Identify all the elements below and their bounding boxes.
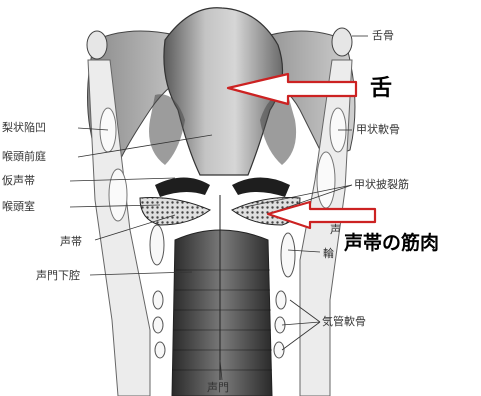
label-cut-1: 声	[330, 224, 341, 235]
ring-left-2	[153, 291, 163, 309]
callout-vocal-muscle: 声帯の筋肉	[344, 234, 439, 253]
false-cord-right	[232, 178, 290, 198]
label-thyroid-cartilage: 甲状軟骨	[356, 124, 400, 135]
hyoid-right-knob	[332, 28, 352, 56]
label-vestibule: 喉頭前庭	[2, 151, 46, 162]
label-hyoid: 舌骨	[372, 30, 394, 41]
ring-right-1	[281, 233, 295, 277]
label-glottis: 声門	[207, 382, 229, 393]
cartilage-right-2	[317, 152, 335, 208]
cartilage-left-2	[109, 169, 127, 221]
ring-left-3	[153, 317, 163, 333]
ring-left-4	[155, 342, 165, 358]
vocal-muscle-left	[140, 198, 210, 226]
label-ventricle: 喉頭室	[2, 201, 35, 212]
label-thyroarytenoid: 甲状披裂筋	[354, 179, 409, 190]
ring-right-2	[276, 291, 286, 309]
label-piriform: 梨状陥凹	[2, 122, 46, 133]
label-subglottic: 声門下腔	[36, 270, 80, 281]
label-trachea-cartilage: 気管軟骨	[322, 316, 366, 327]
label-false-cord: 仮声帯	[2, 175, 35, 186]
callout-tongue: 舌	[370, 78, 392, 100]
label-cut-2: 輪	[323, 248, 334, 259]
label-vocal-cord: 声帯	[60, 236, 82, 247]
hyoid-left-knob	[87, 31, 107, 59]
trachea	[172, 230, 272, 396]
ring-left-1	[150, 225, 164, 265]
false-cord-left	[155, 178, 210, 198]
